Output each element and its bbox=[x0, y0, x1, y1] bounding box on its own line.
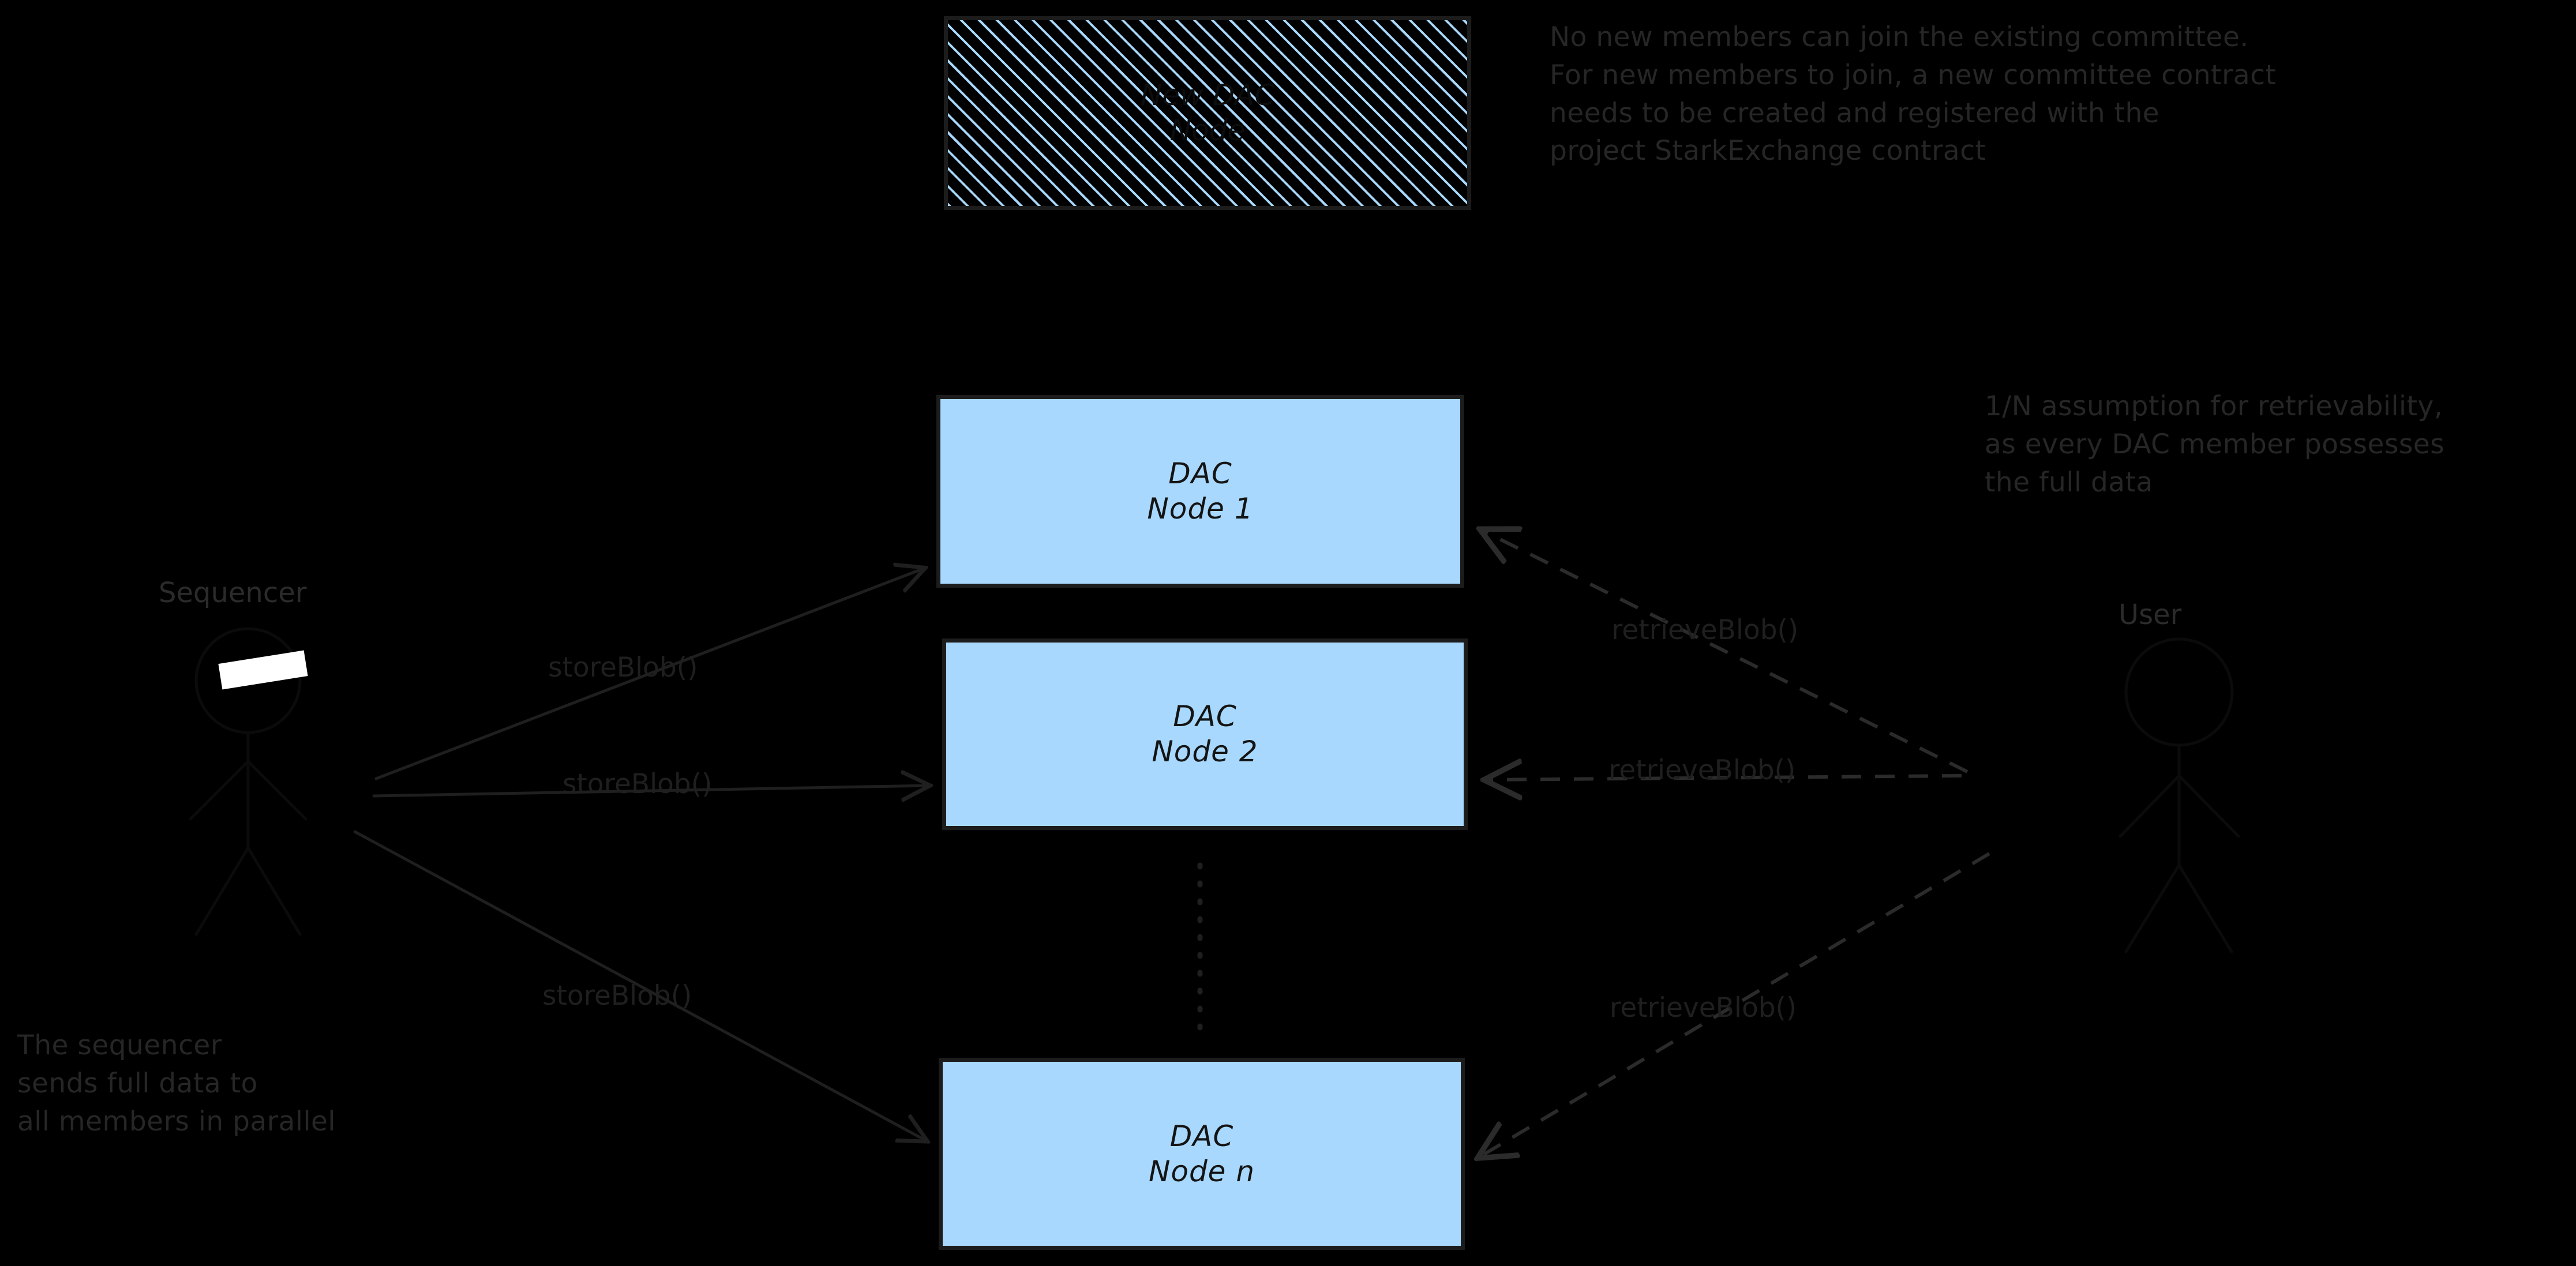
dac-node-n-subtitle: Node n bbox=[1148, 1154, 1255, 1188]
new-dac-node-title: New DAC bbox=[1140, 78, 1275, 112]
edge-retrieve-blob-2 bbox=[1487, 776, 1962, 780]
edge-label-retrieve-blob-2: retrieveBlob() bbox=[1608, 754, 1796, 786]
user-figure bbox=[2118, 637, 2240, 953]
dac-node-1-title: DAC bbox=[1168, 457, 1232, 490]
dac-node-1-box[interactable]: DAC Node 1 bbox=[936, 395, 1464, 588]
note-committee: No new members can join the existing com… bbox=[1550, 21, 2277, 167]
edge-label-store-blob-n: storeBlob() bbox=[542, 980, 692, 1012]
new-dac-node-box[interactable]: New DAC Node bbox=[944, 16, 1471, 210]
edge-label-retrieve-blob-n: retrieveBlob() bbox=[1610, 992, 1797, 1024]
dac-node-n-title: DAC bbox=[1169, 1119, 1234, 1153]
edge-label-retrieve-blob-1: retrieveBlob() bbox=[1611, 614, 1799, 646]
edge-store-blob-1 bbox=[374, 569, 923, 780]
edge-retrieve-blob-1 bbox=[1483, 531, 1968, 773]
dac-node-2-subtitle: Node 2 bbox=[1152, 735, 1258, 768]
edge-label-store-blob-1: storeBlob() bbox=[548, 652, 698, 683]
user-label: User bbox=[2118, 599, 2182, 631]
sequencer-figure bbox=[189, 627, 308, 936]
note-retrievability-assumption: 1/N assumption for retrievability, as ev… bbox=[1985, 390, 2445, 498]
edge-store-blob-n bbox=[353, 830, 925, 1140]
note-sequencer-parallel-send: The sequencer sends full data to all mem… bbox=[17, 1030, 336, 1137]
sequencer-label: Sequencer bbox=[159, 577, 307, 609]
edge-store-blob-2 bbox=[372, 786, 928, 796]
dac-node-1-subtitle: Node 1 bbox=[1147, 492, 1254, 525]
dac-node-n-box[interactable]: DAC Node n bbox=[939, 1058, 1465, 1250]
edge-label-store-blob-2: storeBlob() bbox=[563, 768, 713, 800]
dac-node-2-box[interactable]: DAC Node 2 bbox=[942, 638, 1468, 830]
dac-node-2-title: DAC bbox=[1173, 700, 1237, 733]
new-dac-node-subtitle: Node bbox=[1169, 114, 1246, 147]
